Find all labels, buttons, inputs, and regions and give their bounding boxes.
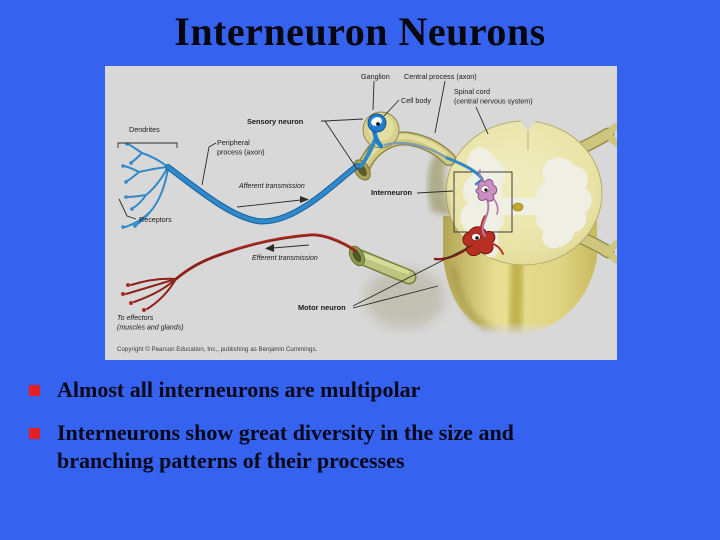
motor-neuron-path [121, 215, 504, 312]
reflex-arc-diagram: Ganglion Central process (axon) Cell bod… [105, 66, 617, 360]
label-afferent: Afferent transmission [238, 183, 305, 190]
label-to-effectors-1: To effectors [117, 315, 154, 322]
label-receptors: Receptors [139, 215, 172, 224]
central-canal [512, 202, 524, 212]
label-efferent: Efferent transmission [252, 255, 318, 262]
label-dendrites: Dendrites [129, 125, 160, 134]
receptor-knobs [121, 142, 137, 229]
label-ganglion: Ganglion [361, 72, 390, 81]
label-central-process: Central process (axon) [404, 72, 477, 81]
label-peripheral-2: process (axon) [217, 148, 265, 157]
bullet-marker [29, 428, 40, 439]
label-spinal-cord-1: Spinal cord [454, 87, 490, 96]
leader-lines [117, 80, 489, 309]
bullet-list: Almost all interneurons are multipolar I… [29, 376, 697, 475]
dendrites-branches [123, 143, 169, 228]
label-to-effectors-2: (muscles and glands) [117, 325, 184, 332]
label-spinal-cord-2: (central nervous system) [454, 97, 533, 106]
bullet-item: Almost all interneurons are multipolar [29, 376, 697, 404]
bullet-text: Interneurons show great diversity in the… [57, 420, 514, 473]
interneuron-cell [475, 169, 499, 237]
reflex-arc-svg: Ganglion Central process (axon) Cell bod… [105, 66, 617, 360]
spinal-cord-cross-section [427, 120, 603, 266]
label-interneuron: Interneuron [371, 188, 413, 197]
gray-matter-butterfly [460, 147, 592, 258]
copyright-notice: Copyright © Pearson Education, Inc., pub… [117, 346, 318, 353]
slide-title: Interneuron Neurons [174, 9, 546, 54]
label-sensory-neuron: Sensory neuron [247, 117, 304, 126]
label-peripheral-1: Peripheral [217, 138, 250, 147]
bullet-marker [29, 385, 40, 396]
central-process-axon [383, 141, 449, 160]
efferent-arrowhead [265, 244, 274, 252]
afferent-arrowhead [300, 196, 309, 203]
motor-cell-body [462, 226, 496, 257]
bullet-text: Almost all interneurons are multipolar [57, 377, 421, 402]
diagram-labels: Ganglion Central process (axon) Cell bod… [117, 72, 533, 353]
label-cell-body: Cell body [401, 96, 431, 105]
ventral-root-sheath [348, 245, 417, 285]
bullet-item: Interneurons show great diversity in the… [29, 419, 697, 475]
effector-branches [125, 277, 177, 310]
label-motor-neuron: Motor neuron [298, 303, 346, 312]
